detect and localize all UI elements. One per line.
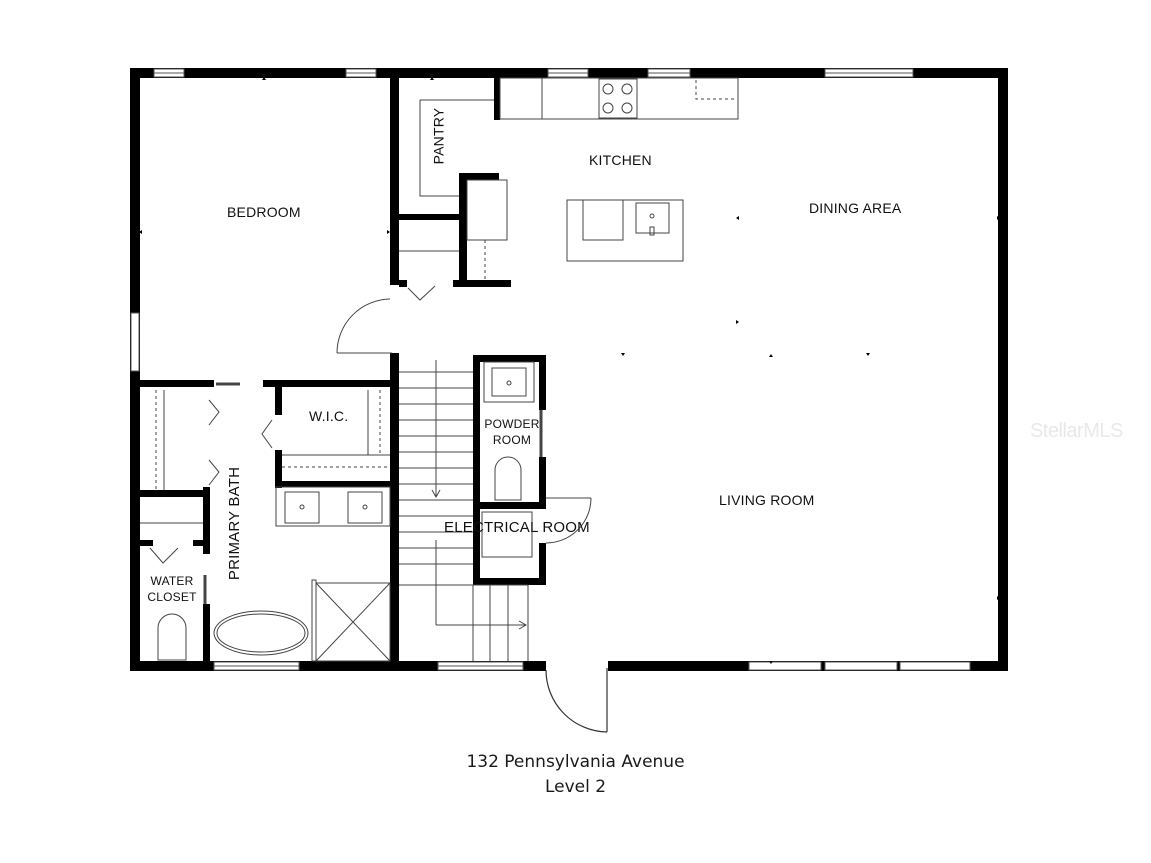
room-label-dining-area: DINING AREA [809, 200, 902, 216]
staircase [399, 360, 529, 661]
water-closet-line2: CLOSET [147, 590, 197, 604]
outlet-markers [139, 77, 1000, 664]
room-label-electrical-room: ELECTRICAL ROOM [444, 519, 590, 536]
room-label-wic: W.I.C. [309, 408, 349, 424]
caption-address: 132 Pennsylvania Avenue [466, 752, 685, 772]
room-label-primary-bath: PRIMARY BATH [226, 466, 244, 581]
windows [130, 68, 971, 671]
room-label-living-room: LIVING ROOM [719, 492, 815, 508]
watermark: StellarMLS [1030, 420, 1123, 442]
room-label-pantry: PANTRY [430, 107, 447, 165]
caption-level: Level 2 [544, 777, 607, 797]
room-label-water-closet: WATER CLOSET [142, 573, 202, 605]
powder-room-line1: POWDER [484, 417, 540, 431]
exterior-walls [130, 68, 1008, 671]
room-label-powder-room: POWDER ROOM [484, 416, 540, 448]
powder-room-line2: ROOM [492, 433, 532, 447]
room-label-kitchen: KITCHEN [589, 152, 652, 168]
interior-walls [130, 68, 546, 664]
fixtures [140, 77, 739, 662]
room-label-bedroom: BEDROOM [227, 204, 301, 220]
water-closet-line1: WATER [150, 574, 194, 588]
entry-door-gap [545, 661, 608, 733]
